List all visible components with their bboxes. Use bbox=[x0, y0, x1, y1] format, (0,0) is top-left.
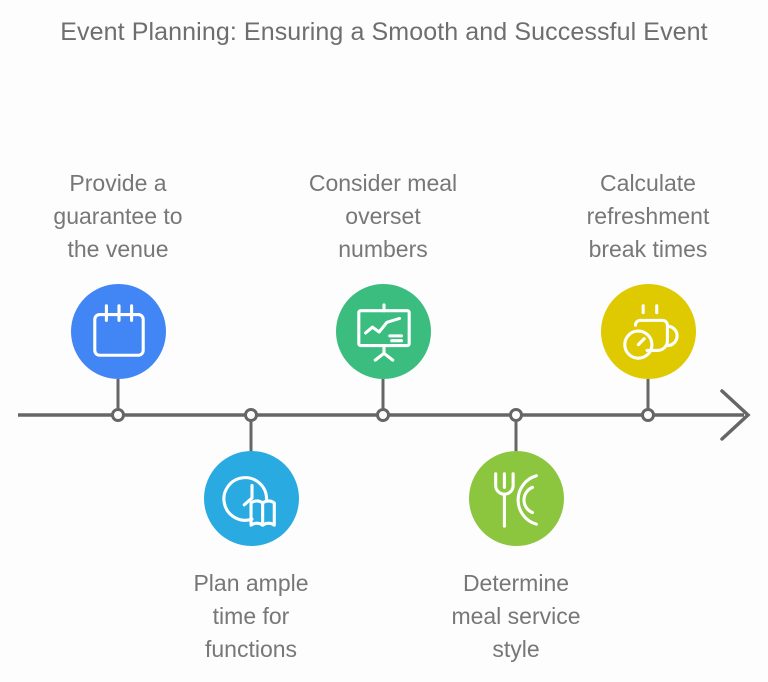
calendar-notepad-icon bbox=[92, 303, 145, 357]
timeline-node-2[interactable] bbox=[204, 451, 299, 546]
timeline-node-4[interactable] bbox=[469, 451, 564, 546]
timeline-label-1: Provide a guarantee to the venue bbox=[13, 167, 223, 266]
timeline-label-5-line-3: break times bbox=[588, 236, 708, 262]
timeline-label-5-line-2: refreshment bbox=[586, 203, 710, 229]
timeline-label-5: Calculate refreshment break times bbox=[543, 167, 753, 266]
timeline-label-1-line-2: guarantee to bbox=[53, 203, 183, 229]
clock-book-icon bbox=[221, 475, 276, 527]
timeline-label-4-line-2: meal service bbox=[451, 603, 581, 629]
axis-node-marker-1[interactable] bbox=[111, 408, 125, 422]
timeline-label-4: Determine meal service style bbox=[411, 567, 621, 666]
presentation-chart-icon bbox=[356, 302, 411, 362]
timeline-node-5[interactable] bbox=[601, 284, 696, 379]
timeline-label-3-line-1: Consider meal bbox=[308, 170, 458, 196]
timeline-label-4-line-3: style bbox=[492, 636, 540, 662]
page-title: Event Planning: Ensuring a Smooth and Su… bbox=[60, 18, 708, 46]
timeline-label-2: Plan ample time for functions bbox=[146, 567, 356, 666]
timeline-label-1-line-3: the venue bbox=[67, 236, 169, 262]
timeline-node-1[interactable] bbox=[71, 284, 166, 379]
timeline-label-4-line-1: Determine bbox=[462, 570, 570, 596]
axis-node-marker-4[interactable] bbox=[509, 408, 523, 422]
timeline-node-3[interactable] bbox=[336, 284, 431, 379]
axis-node-marker-2[interactable] bbox=[244, 408, 258, 422]
coffee-cup-clock-icon bbox=[622, 303, 679, 360]
timeline-label-3-line-2: overset bbox=[345, 203, 421, 229]
timeline-label-3-line-3: numbers bbox=[338, 236, 428, 262]
axis-node-marker-3[interactable] bbox=[376, 408, 390, 422]
timeline-label-2-line-2: time for bbox=[212, 603, 290, 629]
timeline-arrow-head bbox=[720, 389, 751, 441]
timeline-label-1-line-1: Provide a bbox=[69, 170, 167, 196]
timeline-label-3: Consider meal overset numbers bbox=[278, 167, 488, 266]
timeline-label-5-line-1: Calculate bbox=[600, 170, 696, 196]
timeline-label-2-line-1: Plan ample bbox=[193, 570, 309, 596]
fork-plate-icon bbox=[493, 471, 538, 528]
timeline-label-2-line-3: functions bbox=[204, 636, 298, 662]
axis-node-marker-5[interactable] bbox=[641, 408, 655, 422]
